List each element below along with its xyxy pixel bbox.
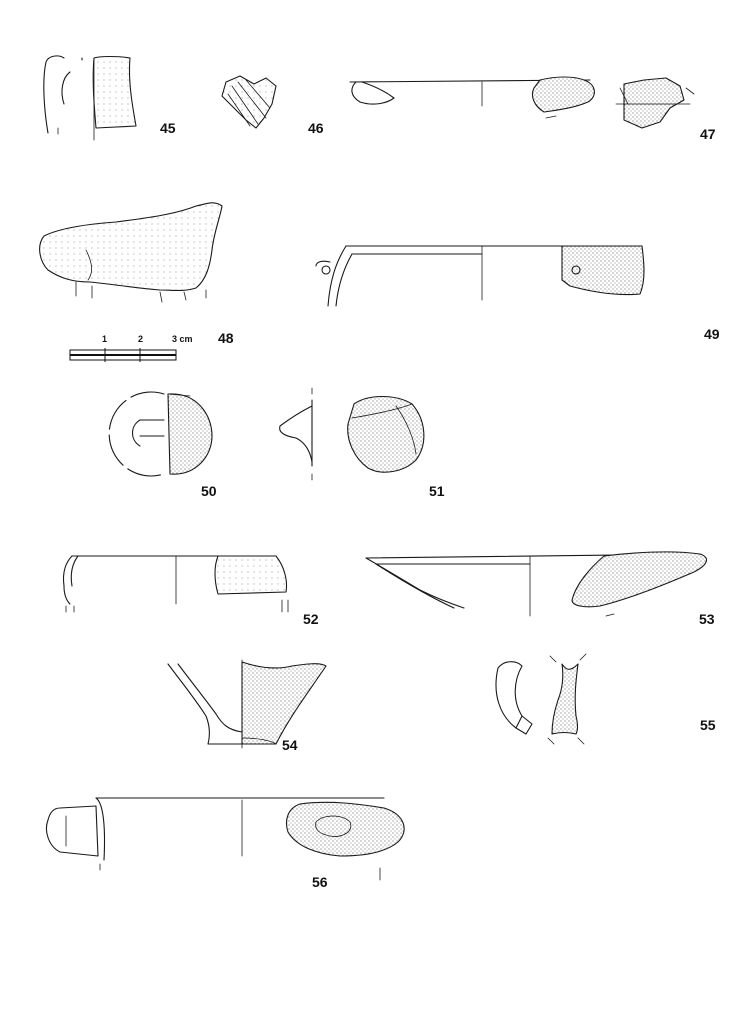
scale-label-2: 2 [138,334,143,344]
figure-53-drawing [365,551,708,617]
scale-bar: 1 2 3 cm [69,334,193,362]
figure-48-drawing [39,202,223,303]
figure-number-52: 52 [303,611,319,627]
figure-46-drawing [221,75,277,129]
figure-number-56: 56 [312,874,328,890]
figure-number-54: 54 [282,737,298,753]
figure-number-46: 46 [308,120,324,136]
figure-45-drawing [43,55,137,141]
figure-number-47: 47 [700,126,716,142]
figure-55-drawing [495,653,587,745]
figure-number-51: 51 [429,483,445,499]
figure-50-drawing [108,391,213,477]
figure-52-drawing [62,555,289,613]
figure-number-49: 49 [704,326,720,342]
figure-number-53: 53 [699,611,715,627]
figure-number-48: 48 [218,330,234,346]
figure-56-drawing [45,797,405,881]
scale-label-1: 1 [102,334,107,344]
figure-47-drawing [349,76,695,129]
figure-49-drawing [315,245,645,307]
figure-54-drawing [167,659,327,749]
figure-number-55: 55 [700,717,716,733]
figure-number-50: 50 [201,483,217,499]
scale-label-3cm: 3 cm [172,334,193,344]
figure-number-45: 45 [160,120,176,136]
figure-51-drawing [279,387,425,481]
